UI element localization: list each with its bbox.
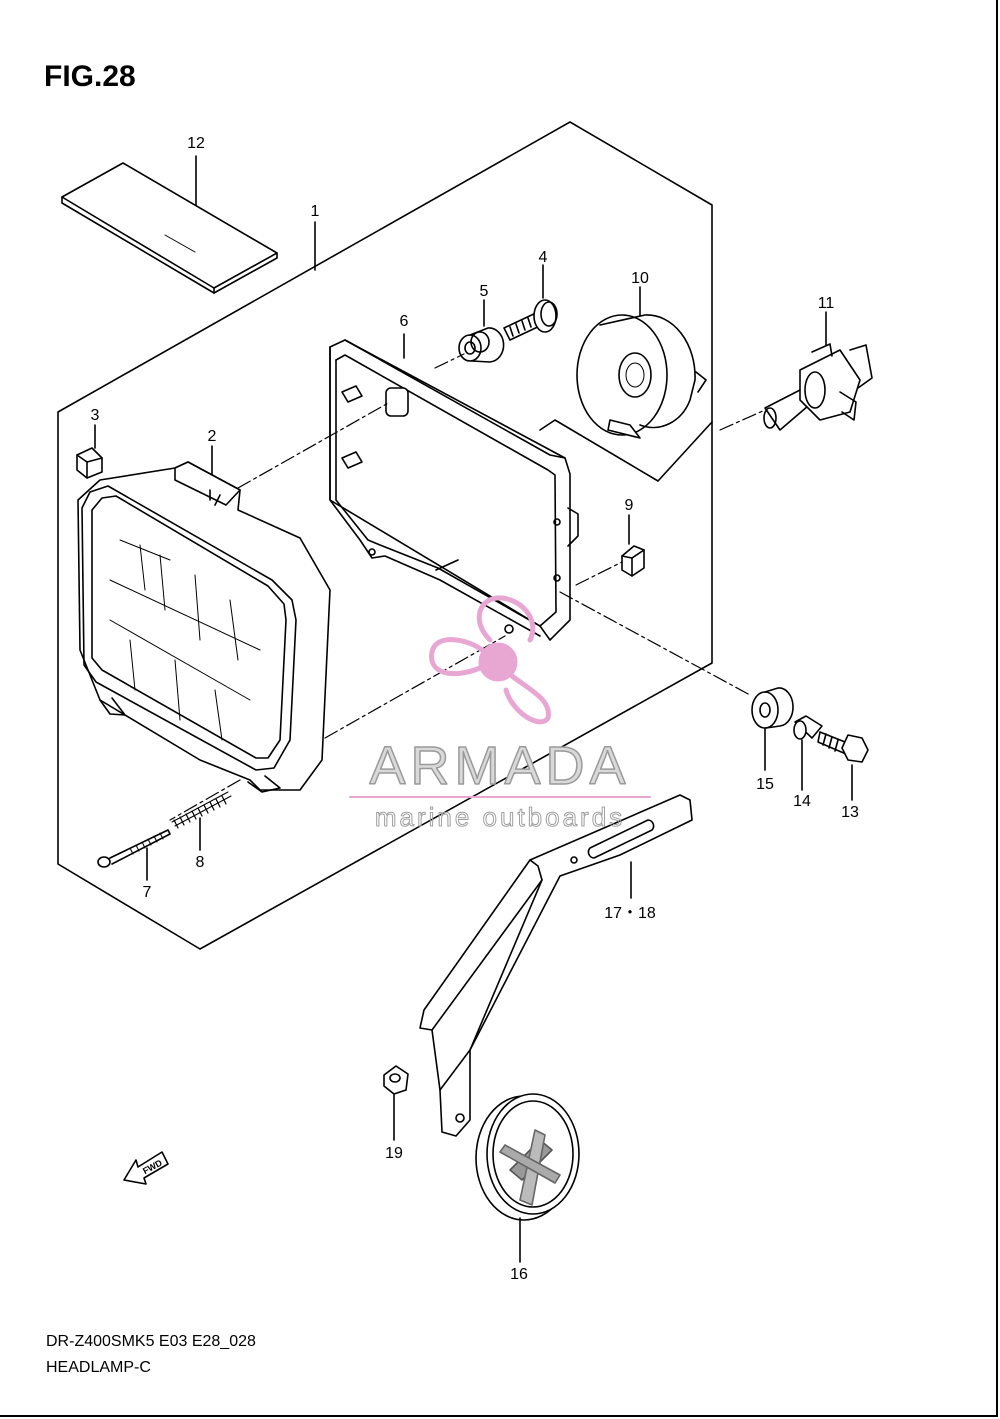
sub-boundary-bulb xyxy=(539,419,713,482)
callout-15: 15 xyxy=(756,776,774,793)
callout-13: 13 xyxy=(841,804,859,821)
part-6-headlamp-housing xyxy=(329,339,579,641)
part-9-clip-nut xyxy=(621,545,645,577)
part-14-collar xyxy=(793,715,823,740)
callout-1: 1 xyxy=(311,203,320,220)
part-5-grommet xyxy=(458,327,505,363)
watermark-logo xyxy=(429,595,551,725)
model-code: DR-Z400SMK5 E03 E28_028 xyxy=(46,1333,256,1350)
watermark-tagline: marine outboards xyxy=(375,802,625,832)
part-19-nut xyxy=(383,1065,409,1095)
callout-11: 11 xyxy=(818,295,835,312)
callout-12: 12 xyxy=(187,135,205,152)
callout-4: 4 xyxy=(539,249,548,266)
part-12-reflector-sticker xyxy=(61,162,278,294)
assembly-boundary xyxy=(57,121,713,950)
part-8-spring xyxy=(171,791,232,829)
part-15-grommet xyxy=(751,687,794,729)
callout-17-18: 17・18 xyxy=(604,905,656,922)
callout-2: 2 xyxy=(208,428,217,445)
callout-6: 6 xyxy=(400,313,409,330)
assembly-name: HEADLAMP-C xyxy=(46,1359,151,1376)
part-7-adjust-screw xyxy=(97,829,171,868)
callout-19: 19 xyxy=(385,1145,403,1162)
part-13-bolt xyxy=(817,731,869,763)
part-10-socket-cover xyxy=(576,314,707,439)
callout-labels: 1 2 3 4 5 6 7 8 9 10 11 12 13 14 15 16 1… xyxy=(91,135,859,1283)
watermark-brand: ARMADA xyxy=(369,736,630,796)
part-17-18-bracket xyxy=(419,794,693,1137)
callout-5: 5 xyxy=(480,283,489,300)
callout-7: 7 xyxy=(143,884,152,901)
callout-16: 16 xyxy=(510,1266,528,1283)
callout-10: 10 xyxy=(631,270,649,287)
alignment-lines xyxy=(169,353,766,821)
figure-title: FIG.28 xyxy=(44,60,136,93)
part-2-headlamp-unit xyxy=(77,461,331,793)
part-4-screw xyxy=(503,299,558,341)
fwd-arrow-icon: FWD xyxy=(123,1151,169,1185)
part-16-reflector xyxy=(475,1093,580,1221)
part-11-bulb xyxy=(763,343,873,431)
callout-14: 14 xyxy=(793,793,811,810)
callout-8: 8 xyxy=(196,854,205,871)
part-3-nut xyxy=(76,447,103,479)
callout-9: 9 xyxy=(625,497,634,514)
callout-3: 3 xyxy=(91,407,100,424)
